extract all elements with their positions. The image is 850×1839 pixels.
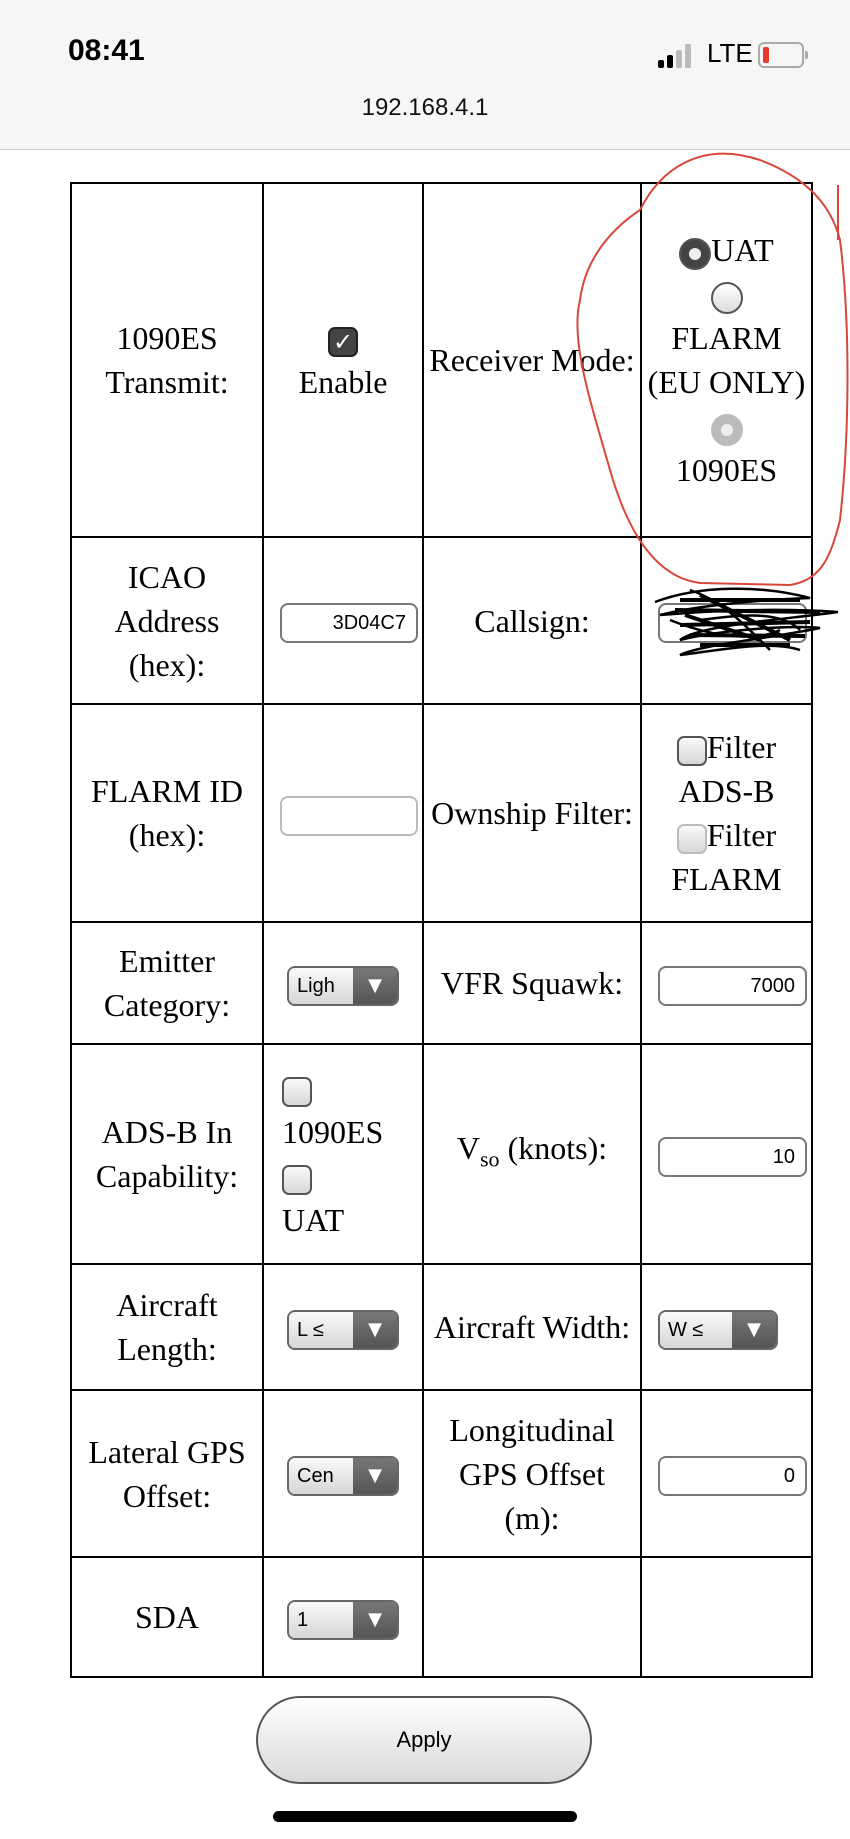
squawk-label: VFR Squawk: bbox=[422, 921, 642, 1045]
width-label: Aircraft Width: bbox=[422, 1263, 642, 1391]
vso-v: V bbox=[456, 1130, 480, 1167]
vso-unit: (knots): bbox=[499, 1130, 608, 1167]
lateral-value: Cen bbox=[289, 1458, 353, 1495]
ownship-filter-label: Ownship Filter: bbox=[422, 703, 642, 923]
signal-icon bbox=[658, 44, 698, 68]
settings-table: 1090ES Transmit: ✓Enable Receiver Mode: … bbox=[70, 182, 813, 1678]
radio-1090es[interactable] bbox=[710, 413, 743, 446]
empty-cell bbox=[422, 1556, 642, 1678]
longitudinal-label: Longitudinal GPS Offset (m): bbox=[422, 1389, 642, 1558]
network-type: LTE bbox=[707, 38, 753, 68]
flarm-id-input[interactable] bbox=[280, 795, 418, 836]
callsign-label: Callsign: bbox=[422, 536, 642, 705]
adsb-in-uat-label: UAT bbox=[282, 1202, 345, 1238]
filter-flarm-checkbox[interactable] bbox=[676, 823, 707, 854]
lateral-label: Lateral GPS Offset: bbox=[70, 1389, 264, 1558]
length-label: Aircraft Length: bbox=[70, 1263, 264, 1391]
address-bar[interactable]: 192.168.4.1 bbox=[361, 94, 489, 121]
filter-flarm-label: Filter FLARM bbox=[671, 817, 782, 897]
icao-label: ICAO Address (hex): bbox=[70, 536, 264, 705]
vso-sub: so bbox=[480, 1146, 500, 1172]
longitudinal-input[interactable]: 0 bbox=[658, 1456, 807, 1497]
sda-label: SDA bbox=[70, 1556, 264, 1678]
vso-input[interactable]: 10 bbox=[658, 1136, 807, 1177]
chevron-down-icon: ▼ bbox=[353, 1458, 397, 1495]
squawk-input[interactable]: 7000 bbox=[658, 965, 807, 1006]
icao-input[interactable]: 3D04C7 bbox=[280, 603, 418, 644]
transmit-enable-checkbox[interactable]: ✓ bbox=[328, 326, 358, 357]
chevron-down-icon: ▼ bbox=[732, 1311, 776, 1348]
flarm-id-label: FLARM ID (hex): bbox=[70, 703, 264, 923]
receiver-mode-group: UAT FLARM (EU ONLY) 1090ES bbox=[640, 182, 813, 538]
transmit-label: 1090ES Transmit: bbox=[70, 182, 264, 538]
receiver-mode-label: Receiver Mode: bbox=[422, 182, 642, 538]
emitter-select[interactable]: Ligh▼ bbox=[287, 965, 399, 1006]
radio-flarm-label: FLARM (EU ONLY) bbox=[647, 320, 806, 400]
chevron-down-icon: ▼ bbox=[353, 1311, 397, 1348]
emitter-value: Ligh bbox=[289, 967, 353, 1004]
sda-select[interactable]: 1▼ bbox=[287, 1599, 399, 1640]
callsign-input[interactable] bbox=[658, 603, 807, 644]
adsb-in-1090es-label: 1090ES bbox=[282, 1114, 384, 1150]
adsb-in-label: ADS-B In Capability: bbox=[70, 1043, 264, 1265]
radio-uat[interactable] bbox=[679, 237, 712, 270]
vso-label: Vso (knots): bbox=[422, 1043, 642, 1265]
chevron-down-icon: ▼ bbox=[353, 1601, 397, 1638]
lateral-select[interactable]: Cen▼ bbox=[287, 1456, 399, 1497]
battery-icon bbox=[758, 42, 808, 68]
clock: 08:41 bbox=[68, 34, 145, 67]
apply-button[interactable]: Apply bbox=[256, 1696, 592, 1784]
filter-adsb-label: Filter ADS-B bbox=[678, 729, 777, 809]
sda-value: 1 bbox=[289, 1601, 353, 1638]
width-value: W ≤ bbox=[660, 1311, 732, 1348]
transmit-enable-label: Enable bbox=[298, 364, 388, 400]
adsb-in-1090es-checkbox[interactable] bbox=[282, 1076, 312, 1107]
filter-adsb-checkbox[interactable] bbox=[676, 735, 707, 766]
emitter-label: Emitter Category: bbox=[70, 921, 264, 1045]
length-value: L ≤ bbox=[289, 1311, 353, 1348]
empty-cell bbox=[640, 1556, 813, 1678]
adsb-in-uat-checkbox[interactable] bbox=[282, 1164, 312, 1195]
width-select[interactable]: W ≤▼ bbox=[658, 1309, 778, 1350]
radio-1090es-label: 1090ES bbox=[675, 452, 778, 488]
chevron-down-icon: ▼ bbox=[353, 967, 397, 1004]
home-indicator[interactable] bbox=[273, 1811, 577, 1822]
status-bar: 08:41 LTE 192.168.4.1 bbox=[0, 0, 850, 150]
radio-uat-label: UAT bbox=[711, 232, 774, 268]
radio-flarm[interactable] bbox=[710, 281, 743, 314]
length-select[interactable]: L ≤▼ bbox=[287, 1309, 399, 1350]
